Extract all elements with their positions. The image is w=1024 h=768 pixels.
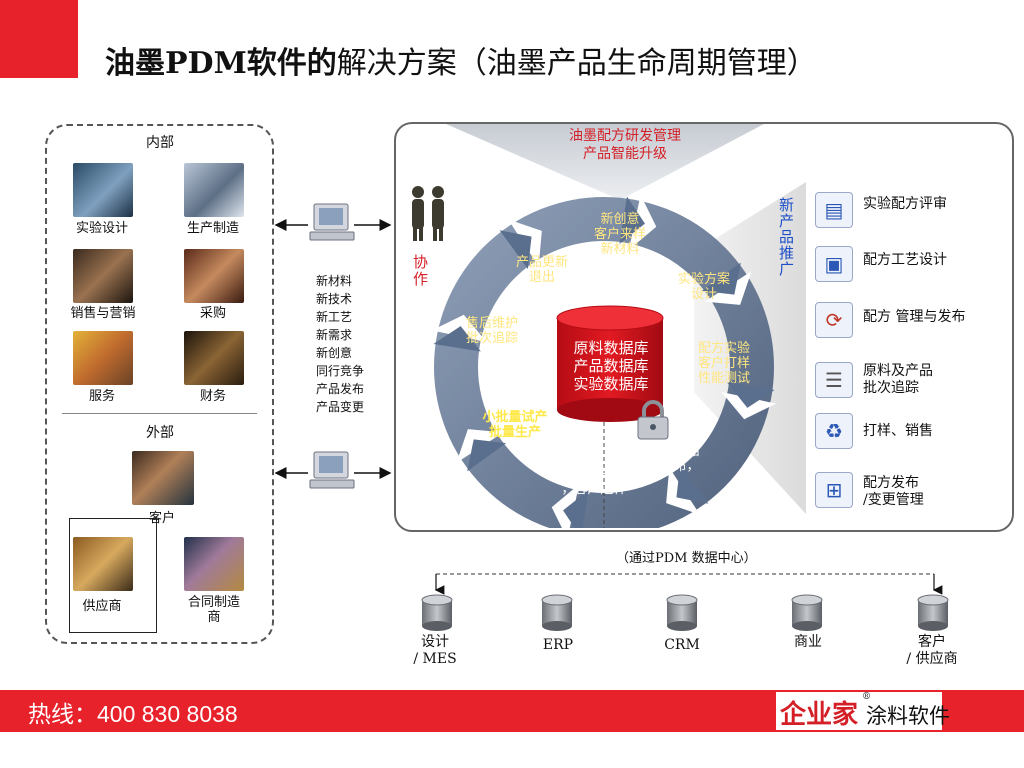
driver-item: 新工艺	[316, 310, 353, 324]
stakeholder-box	[45, 124, 274, 644]
db-label-3: 商业	[794, 634, 822, 650]
page-title: 油墨PDM软件的解决方案（油墨产品生命周期管理）	[105, 38, 817, 82]
title-normal: 解决方案（油墨产品生命周期管理）	[336, 46, 817, 81]
promo-label: 新 产 品 推 广	[779, 196, 795, 278]
database-bus	[421, 573, 949, 631]
driver-list: 新材料 新技术 新工艺 新需求 新创意 同行竞争 产品发布 产品变更	[316, 272, 364, 416]
database-label: 原料数据库 产品数据库 实验数据库	[573, 339, 649, 393]
right-item-0: 实验配方评审	[863, 196, 947, 212]
cycle-step-2: 配方实验 客户打样 性能测试	[697, 341, 750, 386]
db-icon-3	[791, 594, 823, 631]
internal-caption-1: 生产制造	[186, 221, 239, 236]
internal-label: 内部	[146, 135, 174, 151]
driver-item: 产品发布	[316, 382, 365, 396]
cycle-step-6: 售后维护 批次追踪	[465, 316, 518, 346]
driver-item: 新创意	[316, 346, 353, 360]
collaboration-figures-icon	[412, 186, 444, 241]
flowchart-icon: ⊞	[815, 472, 853, 508]
handshake-photo	[73, 249, 133, 303]
logo-sub: 涂料软件	[866, 704, 950, 728]
lock-icon	[637, 400, 669, 440]
collab-label: 协 作	[413, 253, 429, 288]
right-item-1: 配方工艺设计	[863, 252, 947, 268]
right-item-2: 配方 管理与发布	[863, 309, 966, 325]
db-label-2: CRM	[664, 637, 700, 653]
chart-icon: ▤	[815, 192, 853, 228]
finance-photo	[184, 331, 244, 385]
cycle-step-1: 实验方案 设计	[677, 272, 730, 302]
buyer-photo	[184, 249, 244, 303]
internal-caption-0: 实验设计	[75, 221, 128, 236]
cycle-step-0: 新创意 客户来样 新材料	[593, 212, 646, 257]
driver-item: 新材料	[316, 274, 353, 288]
lab-photo	[73, 163, 133, 217]
factory-worker-photo	[184, 537, 244, 591]
supplier-photo	[73, 537, 133, 591]
cycle-step-5: 小批量试产 批量生产	[482, 410, 548, 440]
database-cylinder	[556, 305, 664, 422]
connector-svg	[274, 203, 392, 489]
internal-caption-3: 采购	[199, 306, 226, 321]
db-icon-2	[666, 594, 698, 631]
db-label-1: ERP	[542, 637, 574, 653]
hotline-text: 热线：400 830 8038	[28, 701, 238, 727]
funnel-title: 油墨配方研发管理 产品智能升级	[569, 128, 681, 162]
internal-caption-4: 服务	[88, 389, 115, 404]
logo-registered-mark: ®	[862, 692, 871, 702]
db-icon-0	[421, 594, 453, 631]
db-label-0: 设计 / MES	[413, 634, 457, 667]
computer-user-icon: ▣	[815, 246, 853, 282]
external-caption-0: 客户	[148, 511, 175, 526]
funnel-shape	[446, 124, 764, 200]
driver-item: 同行竞争	[316, 364, 365, 378]
db-icon-1	[541, 594, 573, 631]
computer-icon-top	[309, 203, 355, 241]
internal-caption-5: 财务	[199, 389, 226, 404]
driver-item: 产品变更	[316, 400, 365, 414]
supplier-frame	[69, 518, 157, 633]
cycle-step-3: 新产品 发布，	[660, 444, 700, 474]
db-label-4: 客户 / 供应商	[906, 634, 958, 667]
right-item-3: 原料及产品 批次追踪	[863, 363, 933, 396]
internal-caption-2: 销售与营销	[70, 306, 136, 321]
title-bold: 油墨PDM软件的	[105, 46, 337, 81]
checklist-icon: ☰	[815, 362, 853, 398]
corner-accent	[0, 0, 78, 78]
external-caption-2: 合同制造 商	[187, 595, 240, 625]
right-item-4: 打样、销售	[863, 423, 933, 439]
recycle-icon: ♻	[815, 413, 853, 449]
lifecycle-diagram	[412, 124, 806, 528]
logo	[776, 692, 942, 730]
computer-icon-bottom	[309, 451, 355, 489]
data-center-label: （通过PDM 数据中心）	[616, 551, 757, 566]
external-caption-1: 供应商	[82, 599, 122, 614]
db-icon-4	[917, 594, 949, 631]
driver-item: 新需求	[316, 328, 353, 342]
cycle-step-7: 产品更新 退出	[515, 255, 568, 285]
document-cycle-icon: ⟳	[815, 302, 853, 338]
crowd-photo	[132, 451, 194, 505]
section-divider	[62, 413, 257, 414]
logo-main: 企业家	[780, 700, 859, 730]
worker-photo	[73, 331, 133, 385]
right-item-5: 配方发布 /变更管理	[863, 475, 924, 508]
external-label: 外部	[146, 425, 174, 441]
cycle-step-4: 新产品推广 ，客户送样	[561, 467, 627, 497]
factory-photo	[184, 163, 244, 217]
driver-item: 新技术	[316, 292, 353, 306]
